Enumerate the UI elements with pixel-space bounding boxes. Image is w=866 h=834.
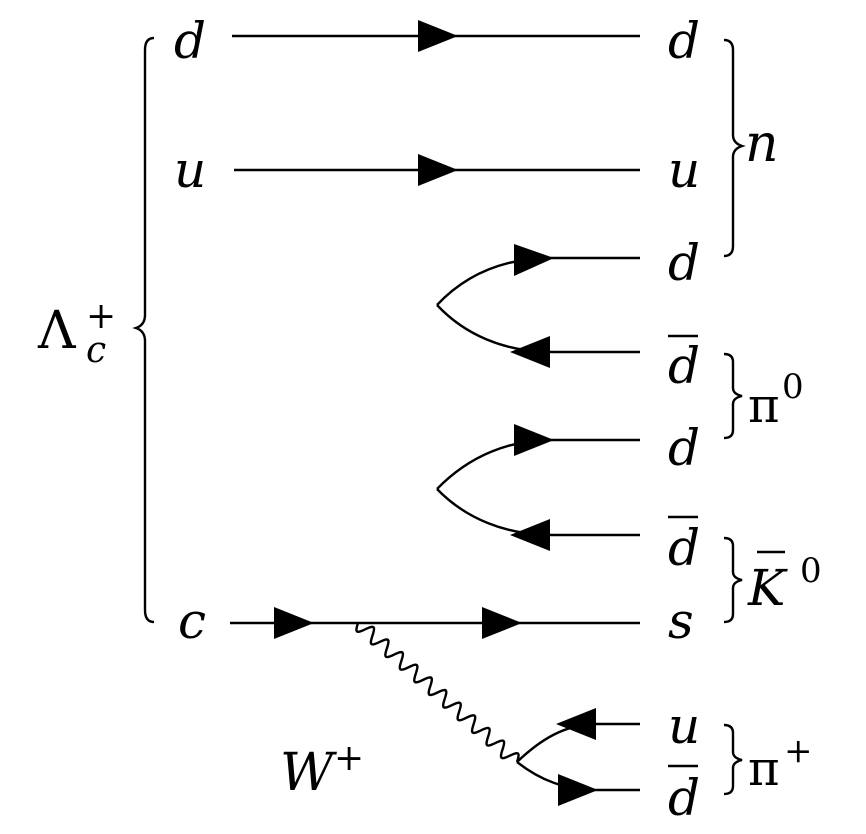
arrow-pair1-dbar (510, 336, 550, 368)
pair1-d-line (436, 256, 640, 306)
final-quark-d3: d (668, 419, 700, 477)
kaon-brace (723, 536, 743, 624)
pionplus-sup: + (784, 731, 813, 771)
pionplus-brace (723, 723, 743, 796)
arrow-pair2-dbar (510, 519, 550, 551)
lambda-c-sub: c (86, 330, 106, 371)
initial-quark-c: c (178, 592, 206, 650)
arrow-pair2-d (514, 424, 554, 456)
final-quark-u1: u (668, 141, 700, 199)
pion0-brace (723, 352, 743, 440)
arrow-spectator-d (418, 20, 458, 52)
lambda-brace (132, 36, 155, 624)
final-quark-dbar2: d (668, 519, 700, 577)
pion0-sup: 0 (782, 367, 804, 407)
arrow-spectator-u (418, 154, 458, 186)
initial-quark-u: u (174, 141, 206, 199)
pion0-symbol: π (748, 378, 780, 434)
pionplus-symbol: π (748, 741, 780, 797)
arrow-charm (274, 607, 314, 639)
final-quark-u2: u (668, 697, 700, 755)
final-quark-s: s (668, 592, 694, 650)
arrow-w-dbar (558, 774, 598, 806)
final-quark-d1: d (668, 12, 700, 70)
final-quark-dbar3: d (668, 769, 700, 827)
kaon-symbol: K (747, 559, 788, 617)
final-quark-dbar1: d (668, 337, 700, 395)
arrow-strange (482, 607, 522, 639)
arrow-w-u (556, 708, 596, 740)
final-quark-d2: d (668, 234, 700, 292)
initial-quark-d: d (174, 12, 206, 70)
pair2-d-line (436, 438, 640, 490)
w-boson-symbol: W (280, 743, 337, 803)
w-boson-sup: + (334, 738, 364, 779)
kaon-sup: 0 (800, 551, 822, 591)
neutron-brace (723, 38, 746, 258)
w-boson-line (355, 622, 520, 763)
neutron-label: n (745, 114, 779, 174)
arrow-pair1-d (514, 244, 554, 276)
lambda-c-sup: + (86, 296, 116, 337)
lambda-c-symbol: Λ (37, 301, 77, 361)
